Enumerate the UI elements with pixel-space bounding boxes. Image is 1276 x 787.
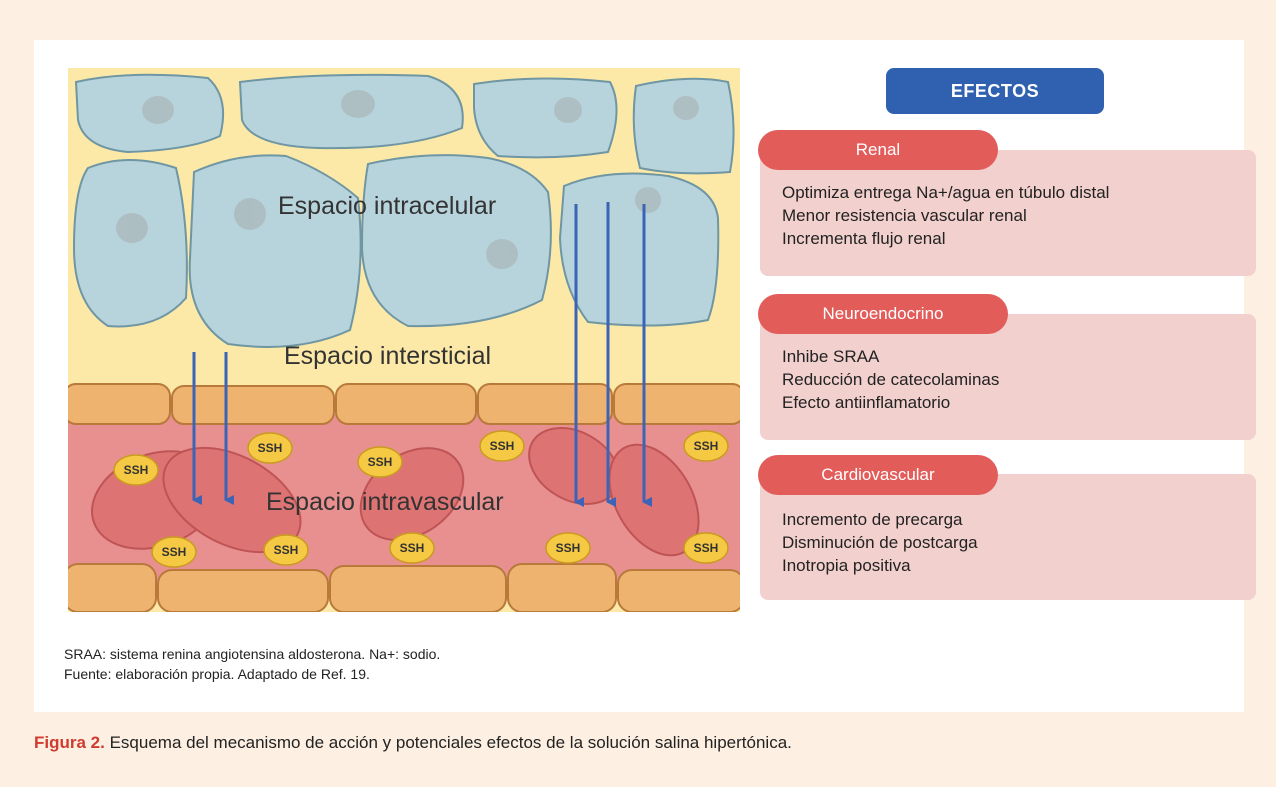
- endothelial-cell: [477, 383, 613, 425]
- cell: [632, 77, 735, 175]
- cell: [72, 159, 188, 328]
- cell: [473, 77, 618, 159]
- intracellular-cells: [72, 73, 735, 348]
- effect-item: Incrementa flujo renal: [782, 229, 946, 248]
- lower-vessel-wall: [68, 563, 740, 612]
- nucleus: [673, 96, 699, 120]
- nucleus: [234, 198, 266, 230]
- effect-item: Inotropia positiva: [782, 556, 911, 575]
- ssh-label: SSH: [694, 541, 719, 555]
- ssh-particle: SSH: [545, 532, 591, 564]
- effect-box-renal: [760, 150, 1256, 276]
- effect-item: Optimiza entrega Na+/agua en túbulo dist…: [782, 183, 1110, 202]
- effect-item: Reducción de catecolaminas: [782, 370, 1000, 389]
- effects-title: EFECTOS: [886, 68, 1104, 114]
- endothelial-cell: [617, 569, 740, 612]
- ssh-label: SSH: [368, 455, 393, 469]
- endothelial-cell: [68, 383, 171, 425]
- effect-list-neuroendocrine: Inhibe SRAA Reducción de catecolaminas E…: [782, 345, 999, 414]
- nucleus: [341, 90, 375, 118]
- ssh-particle: SSH: [389, 532, 435, 564]
- ssh-particle: SSH: [113, 454, 159, 486]
- cell-nuclei: [116, 90, 699, 269]
- effect-box-neuroendocrine: [760, 314, 1256, 440]
- endothelial-cell: [613, 383, 740, 425]
- endothelial-cell: [68, 563, 157, 612]
- footnote-source: Fuente: elaboración propia. Adaptado de …: [64, 666, 370, 682]
- ssh-label: SSH: [124, 463, 149, 477]
- ssh-label: SSH: [490, 439, 515, 453]
- ssh-particle: SSH: [683, 430, 729, 462]
- nucleus: [142, 96, 174, 124]
- endothelial-cell: [171, 385, 335, 425]
- ssh-particles: SSH SSH SSH SSH SSH SSH SSH SSH SSH SSH: [113, 430, 729, 568]
- label-intracellular: Espacio intracelular: [278, 192, 496, 220]
- effect-item: Menor resistencia vascular renal: [782, 206, 1027, 225]
- effect-pill-renal: Renal: [758, 130, 998, 170]
- fluid-shift-arrows: [192, 202, 652, 507]
- nucleus: [486, 239, 518, 269]
- cell: [558, 172, 720, 327]
- effect-pill-cardiovascular: Cardiovascular: [758, 455, 998, 495]
- nucleus: [116, 213, 148, 243]
- effect-item: Inhibe SRAA: [782, 347, 880, 366]
- mechanism-diagram-svg: SSH SSH SSH SSH SSH SSH SSH SSH SSH SSH …: [68, 68, 740, 612]
- ssh-particle: SSH: [247, 432, 293, 464]
- ssh-label: SSH: [274, 543, 299, 557]
- ssh-particle: SSH: [263, 534, 309, 566]
- footnote: SRAA: sistema renina angiotensina aldost…: [64, 644, 440, 684]
- label-interstitial: Espacio intersticial: [284, 342, 491, 370]
- effect-item: Incremento de precarga: [782, 510, 963, 529]
- effect-item: Disminución de postcarga: [782, 533, 978, 552]
- figure-number: Figura 2.: [34, 733, 105, 752]
- ssh-label: SSH: [400, 541, 425, 555]
- cell: [188, 154, 362, 348]
- mechanism-diagram: SSH SSH SSH SSH SSH SSH SSH SSH SSH SSH …: [68, 68, 740, 612]
- effect-item: Efecto antiinflamatorio: [782, 393, 951, 412]
- nucleus: [554, 97, 582, 123]
- endothelial-cell: [335, 383, 477, 425]
- ssh-particle: SSH: [683, 532, 729, 564]
- upper-vessel-wall: [68, 383, 740, 425]
- ssh-label: SSH: [556, 541, 581, 555]
- ssh-particle: SSH: [357, 446, 403, 478]
- ssh-label: SSH: [694, 439, 719, 453]
- effect-list-cardiovascular: Incremento de precarga Disminución de po…: [782, 508, 978, 577]
- ssh-label: SSH: [258, 441, 283, 455]
- nucleus: [635, 187, 661, 213]
- label-intravascular: Espacio intravascular: [266, 488, 504, 516]
- footnote-abbreviations: SRAA: sistema renina angiotensina aldost…: [64, 646, 441, 662]
- figure-caption: Figura 2. Esquema del mecanismo de acció…: [34, 733, 792, 753]
- ssh-particle: SSH: [479, 430, 525, 462]
- effect-list-renal: Optimiza entrega Na+/agua en túbulo dist…: [782, 181, 1109, 250]
- effect-pill-neuroendocrine: Neuroendocrino: [758, 294, 1008, 334]
- effect-box-cardiovascular: [760, 474, 1256, 600]
- endothelial-cell: [157, 569, 329, 612]
- ssh-particle: SSH: [151, 536, 197, 568]
- endothelial-cell: [329, 565, 507, 612]
- ssh-label: SSH: [162, 545, 187, 559]
- endothelial-cell: [507, 563, 617, 612]
- cell: [360, 154, 552, 328]
- figure-caption-text: Esquema del mecanismo de acción y potenc…: [104, 733, 792, 752]
